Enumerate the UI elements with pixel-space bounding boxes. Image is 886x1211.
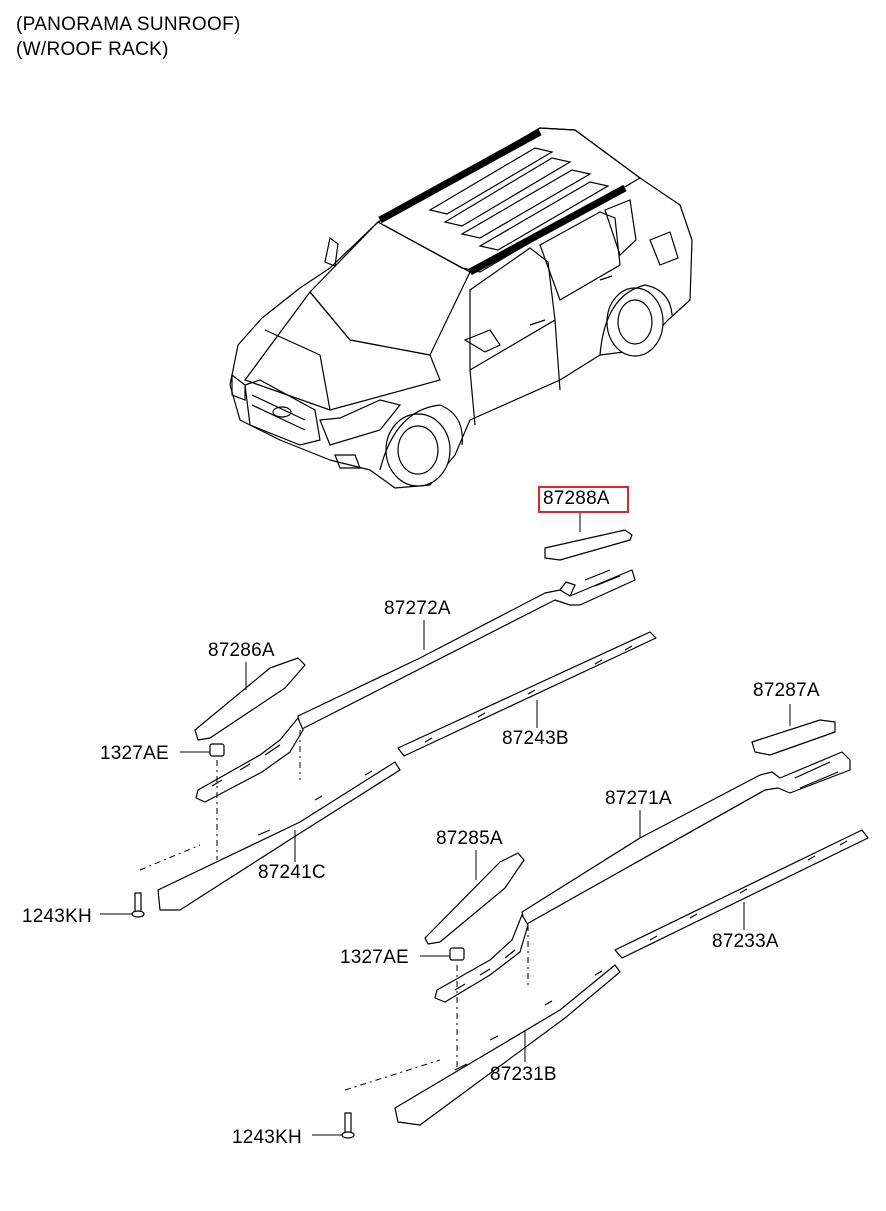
part-label-87272A[interactable]: 87272A (384, 598, 451, 619)
part-label-87233A[interactable]: 87233A (712, 931, 779, 952)
part-87241C-shape (157, 761, 401, 911)
diagram-header: (PANORAMA SUNROOF) (W/ROOF RACK) (16, 12, 241, 62)
part-87286A-shape (194, 657, 306, 741)
part-label-1243KH-upper[interactable]: 1243KH (22, 906, 92, 927)
part-87287A-shape (751, 719, 836, 756)
suv-car-illustration (229, 127, 693, 489)
part-label-87285A[interactable]: 87285A (436, 828, 503, 849)
header-line-sunroof: (PANORAMA SUNROOF) (16, 14, 241, 35)
part-87233A-shape (614, 829, 869, 959)
part-87243B-shape (397, 631, 657, 757)
part-label-87288A[interactable]: 87288A (543, 488, 610, 509)
part-label-87241C[interactable]: 87241C (258, 862, 326, 883)
part-87272A-shape (297, 569, 636, 731)
part-label-87231B[interactable]: 87231B (490, 1064, 557, 1085)
selected-part-highlight (538, 486, 629, 513)
part-87231B-shape (394, 964, 621, 1126)
part-87288A-shape (544, 529, 633, 561)
part-label-87286A[interactable]: 87286A (208, 640, 275, 661)
part-label-87287A[interactable]: 87287A (753, 680, 820, 701)
header-line-roof-rack: (W/ROOF RACK) (16, 39, 169, 60)
part-label-1243KH-lower[interactable]: 1243KH (232, 1127, 302, 1148)
part-87285A-shape (424, 852, 525, 945)
part-87271A-shape (521, 751, 851, 926)
part-label-1327AE-upper[interactable]: 1327AE (100, 743, 169, 764)
part-label-1327AE-lower[interactable]: 1327AE (340, 947, 409, 968)
part-label-87271A[interactable]: 87271A (605, 788, 672, 809)
part-label-87243B[interactable]: 87243B (502, 728, 569, 749)
